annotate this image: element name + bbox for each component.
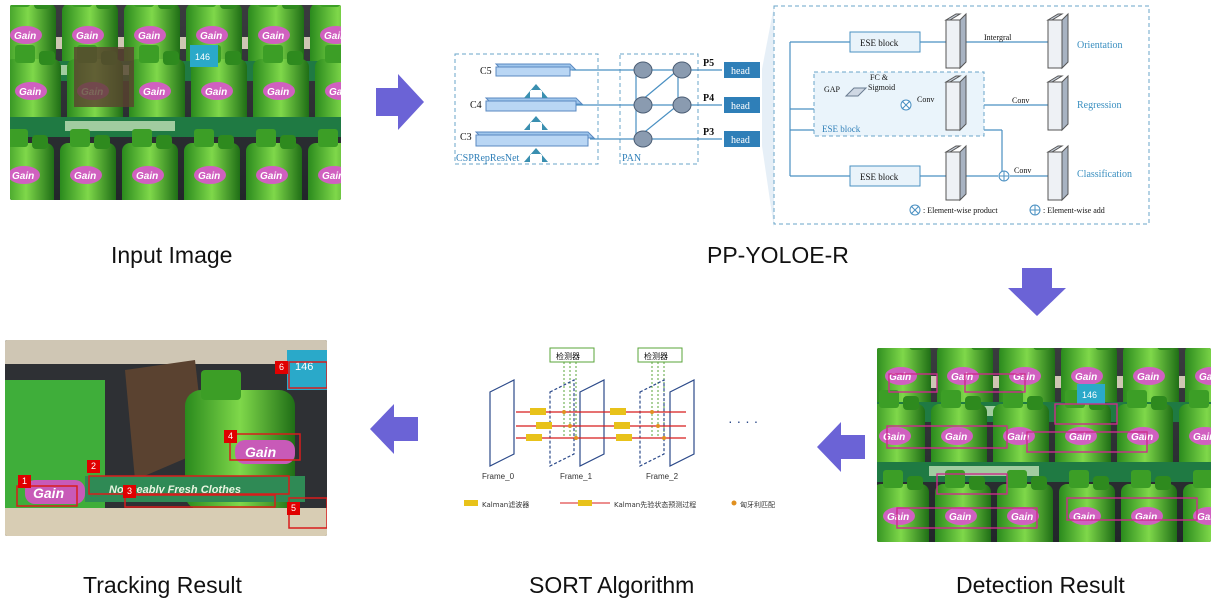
head-label-3: head xyxy=(731,135,750,146)
caption-detection: Detection Result xyxy=(956,572,1125,598)
ese-block-3: ESE block xyxy=(860,172,899,182)
legend-product: : Element-wise product xyxy=(923,206,998,215)
track-id-5: 5 xyxy=(287,502,300,515)
backbone-label: CSPRepResNet xyxy=(456,153,520,164)
gap-label: GAP xyxy=(824,85,841,94)
task-regression: Regression xyxy=(1077,100,1121,111)
ese-block-1: ESE block xyxy=(860,38,899,48)
ese-block-2: ESE block xyxy=(822,124,861,134)
legend-add: : Element-wise add xyxy=(1043,206,1105,215)
caption-sort: SORT Algorithm xyxy=(529,572,695,598)
legend-match: 匈牙利匹配 xyxy=(740,500,775,509)
conv-label-cls: Conv xyxy=(1014,166,1031,175)
detector-2: 检测器 xyxy=(644,351,668,361)
task-orientation: Orientation xyxy=(1077,40,1123,51)
output-p5: P5 xyxy=(703,58,714,69)
track-id-1: 1 xyxy=(18,475,31,488)
legend-kalman: Kalman滤波器 xyxy=(482,500,529,509)
intergral-label: Intergral xyxy=(984,33,1012,42)
caption-ppyoloe: PP-YOLOE-R xyxy=(707,242,849,268)
level-c4: C4 xyxy=(470,100,482,111)
task-classification: Classification xyxy=(1077,169,1132,180)
fc-label: FC & xyxy=(870,73,889,82)
arrow-left-icon xyxy=(370,404,418,454)
track-id-3: 3 xyxy=(123,485,136,498)
badge-text: 146 xyxy=(1082,390,1097,400)
level-c3: C3 xyxy=(460,132,472,143)
tagline-tracking: Noticeably Fresh Clothes xyxy=(109,484,241,496)
legend-predict: Kalman先验状态预测过程 xyxy=(614,500,696,509)
output-p3: P3 xyxy=(703,127,714,138)
track-id-4: 4 xyxy=(224,430,237,443)
pan-label: PAN xyxy=(622,153,641,164)
input-image: 146 xyxy=(10,5,341,200)
head-label-2: head xyxy=(731,101,750,112)
arrow-down-icon xyxy=(1008,268,1066,316)
brand-tracking-1: Gain xyxy=(245,444,276,460)
caption-tracking: Tracking Result xyxy=(83,572,242,598)
detector-1: 检测器 xyxy=(556,351,580,361)
sort-diagram: 检测器 检测器 Frame_0 Frame_1 Frame_2 · · · · xyxy=(464,347,775,509)
arrow-right-icon xyxy=(376,74,424,130)
badge-tracking: 146 xyxy=(295,361,313,373)
level-c5: C5 xyxy=(480,66,492,77)
badge-text: 146 xyxy=(195,52,210,62)
conv-label-reg: Conv xyxy=(1012,96,1029,105)
caption-input-image: Input Image xyxy=(111,242,233,268)
conv-label-inner: Conv xyxy=(917,95,934,104)
feature-cubes xyxy=(944,12,1069,202)
frame-2: Frame_2 xyxy=(646,472,679,481)
track-id-6: 6 xyxy=(275,361,288,374)
arrow-left-icon xyxy=(817,422,865,472)
detection-result-image: 146 xyxy=(877,348,1211,542)
brand-tracking-2: Gain xyxy=(33,485,64,501)
frame-1: Frame_1 xyxy=(560,472,593,481)
ellipsis: · · · · xyxy=(728,413,758,429)
track-id-2: 2 xyxy=(87,460,100,473)
tracking-result-image: Gain Gain Noticeably Fresh Clothes 146 1… xyxy=(5,340,327,536)
ppyoloe-diagram: CSPRepResNet C5 C4 C3 PAN P5 P4 P3 xyxy=(454,5,1150,228)
sigmoid-label: Sigmoid xyxy=(868,83,895,92)
output-p4: P4 xyxy=(703,93,714,104)
frame-0: Frame_0 xyxy=(482,472,515,481)
head-label-1: head xyxy=(731,66,750,77)
